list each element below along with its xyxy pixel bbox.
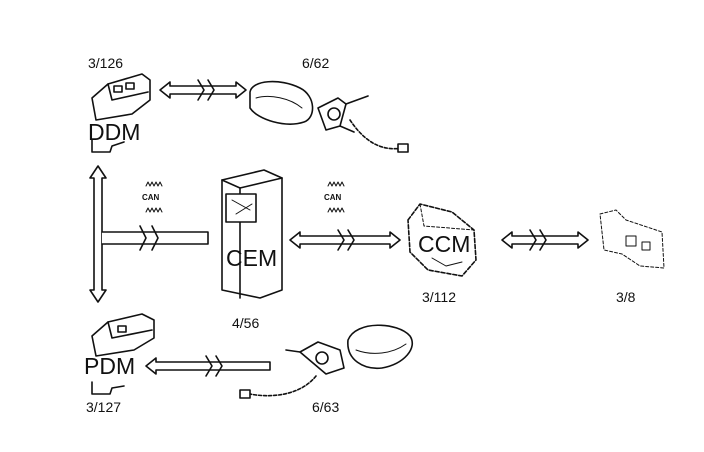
cem-label: CEM — [226, 245, 277, 271]
pdm-label: PDM — [84, 353, 135, 379]
cem-ref-label: 4/56 — [232, 315, 259, 331]
control-unit-icon — [599, 209, 665, 269]
ccm-module-icon — [407, 203, 477, 277]
ddm-label: DDM — [88, 119, 140, 145]
can-bus-right-icon — [327, 181, 345, 213]
can-left-label: CAN — [142, 193, 160, 202]
can-bus-left-icon — [145, 181, 163, 213]
passenger-mirror-icon — [239, 324, 413, 399]
ccm-ref-label: 3/112 — [422, 289, 456, 305]
ccm-unit-double-arrow-icon — [501, 229, 589, 251]
pdm-ref-label: 3/127 — [86, 399, 121, 415]
pdm-module-icon — [91, 313, 155, 395]
mirror-passenger-ref-label: 6/63 — [312, 399, 339, 415]
cem-module-icon — [221, 169, 283, 299]
mirror-driver-ref-label: 6/62 — [302, 55, 329, 71]
pdm-mirror-double-arrow-icon — [145, 355, 271, 377]
ddm-ref-label: 3/126 — [88, 55, 123, 71]
ddm-mirror-double-arrow-icon — [159, 79, 247, 101]
ddm-module-icon — [91, 73, 151, 153]
ddm-pdm-double-arrow-icon — [89, 165, 107, 303]
cem-ccm-double-arrow-icon — [289, 229, 401, 251]
ccm-label: CCM — [418, 231, 470, 257]
ddm-cem-bus-arrow-icon — [101, 225, 209, 251]
unit-ref-label: 3/8 — [616, 289, 636, 305]
driver-mirror-icon — [249, 80, 409, 153]
can-right-label: CAN — [324, 193, 342, 202]
